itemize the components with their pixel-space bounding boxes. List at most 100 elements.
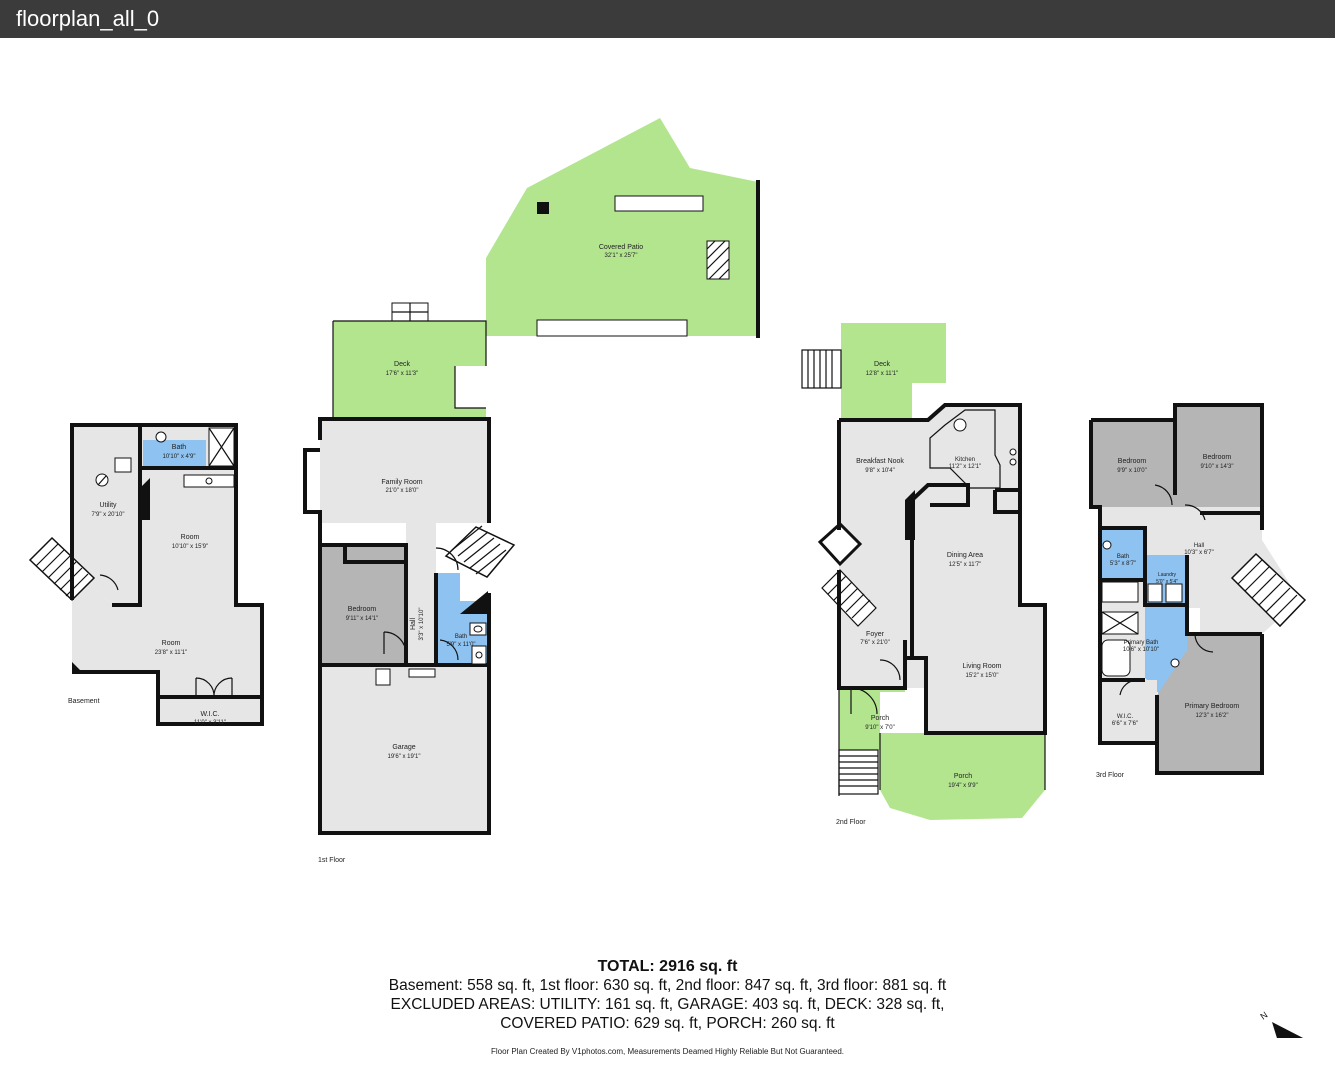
basement-floor-label: Basement: [68, 698, 100, 705]
first-deck-dims: 17'6" x 11'3": [386, 371, 418, 377]
basement-bath-blue: [143, 440, 206, 466]
third-primary-bath-dims: 10'6" x 10'10": [1123, 647, 1159, 653]
third-laundry-name: Laundry: [1158, 572, 1177, 578]
total-area: TOTAL: 2916 sq. ft: [597, 958, 738, 975]
first-covered-patio: [486, 118, 758, 336]
second-foyer-name: Foyer: [866, 631, 885, 638]
basement-room2-dims: 23'8" x 11'1": [155, 650, 187, 656]
basement-wic-dims: 11'0" x 3'11": [194, 720, 226, 726]
second-porch2-name: Porch: [954, 773, 972, 780]
basement-walls: [70, 423, 264, 726]
third-wic-dims: 6'6" x 7'6": [1112, 721, 1138, 727]
basement-room2: [72, 562, 262, 697]
third-wic-room: [1100, 680, 1157, 743]
second-porch1-name: Porch: [871, 715, 889, 722]
basement-utility-name: Utility: [99, 502, 117, 509]
first-stairs: [444, 526, 516, 578]
second-living-room-name: Living Room: [963, 663, 1002, 670]
third-hall-dims: 10'3" x 6'7": [1184, 550, 1214, 556]
basement-room2-name: Room: [162, 640, 181, 647]
third-laundry-dims: 5'0" x 5'4": [1156, 579, 1178, 585]
first-garage-name: Garage: [392, 744, 415, 751]
third-primary-bedroom-name: Primary Bedroom: [1185, 703, 1240, 710]
first-bath-dims: 5'9" x 11'0": [446, 642, 475, 648]
third-primary-bedroom-room: [1157, 634, 1262, 773]
second-porch1-dims: 9'10" x 7'0": [865, 725, 895, 731]
first-family-room: [320, 419, 489, 523]
third-wic-name: W.I.C.: [1117, 714, 1134, 720]
second-main-area: [839, 405, 1045, 733]
second-kitchen-name: Kitchen: [955, 457, 975, 463]
second-porch2-dims: 19'4" x 9'9": [948, 783, 978, 789]
second-foyer-stairs: [821, 569, 877, 627]
second-dining-name: Dining Area: [947, 552, 983, 559]
third-primary-bath-name: Primary Bath: [1124, 640, 1159, 646]
basement-floor: Utility 7'9" x 20'10" Bath 10'10" x 4'9"…: [28, 423, 264, 726]
first-bedroom-dims: 9'11" x 14'1": [346, 616, 378, 622]
second-deck-name: Deck: [874, 361, 890, 368]
second-porch1: [839, 688, 905, 750]
basement-wic-name: W.I.C.: [200, 711, 219, 718]
first-garage-dims: 19'6" x 19'1": [388, 754, 421, 760]
third-primary-bath-room: [1145, 605, 1187, 695]
first-family-room-name: Family Room: [381, 479, 422, 486]
second-kitchen-dims: 11'2" x 12'1": [949, 464, 981, 470]
basement-room1-name: Room: [181, 534, 200, 541]
first-deck-name: Deck: [394, 361, 410, 368]
first-deck: [333, 321, 486, 418]
basement-bath-name: Bath: [172, 444, 187, 451]
first-bedroom-room: [320, 545, 406, 665]
third-floor-label: 3rd Floor: [1096, 772, 1125, 779]
second-porch-stairs: [838, 749, 879, 795]
basement-utility-dims: 7'9" x 20'10": [92, 512, 125, 518]
floor-areas-line: Basement: 558 sq. ft, 1st floor: 630 sq.…: [388, 977, 947, 994]
third-bedroom1-name: Bedroom: [1118, 458, 1147, 465]
second-floor-label: 2nd Floor: [836, 819, 866, 826]
first-bath-name: Bath: [455, 634, 467, 640]
second-deck: [841, 323, 946, 418]
third-floor: Bedroom 9'9" x 10'0" Bedroom 9'10" x 14'…: [1089, 403, 1307, 779]
credit-text: Floor Plan Created By V1photos.com, Meas…: [490, 1047, 845, 1056]
basement-bath-dims: 10'10" x 4'9": [163, 454, 196, 460]
third-bedroom2-name: Bedroom: [1203, 454, 1232, 461]
second-breakfast-nook-dims: 9'8" x 10'4": [865, 468, 895, 474]
third-hall-name: Hall: [1194, 543, 1204, 549]
second-breakfast-nook-name: Breakfast Nook: [856, 458, 904, 465]
third-bath-name: Bath: [1117, 554, 1129, 560]
first-bedroom-name: Bedroom: [348, 606, 377, 613]
third-bedroom1-dims: 9'9" x 10'0": [1117, 468, 1147, 474]
third-primary-bedroom-dims: 12'3" x 16'2": [1196, 713, 1229, 719]
north-label: N: [1258, 1010, 1269, 1022]
north-arrow-icon: N: [1258, 1010, 1304, 1038]
excluded-areas-line-2: COVERED PATIO: 629 sq. ft, PORCH: 260 sq…: [500, 1015, 835, 1032]
third-bath-room: [1100, 528, 1145, 580]
second-dining-dims: 12'5" x 11'7": [949, 562, 981, 568]
first-floor: Covered Patio 32'1" x 25'7" Deck 17'6" x…: [303, 118, 760, 864]
first-garage-room: [320, 665, 489, 832]
title-bar: floorplan_all_0: [0, 0, 1335, 38]
basement-wic-room: [158, 697, 262, 724]
first-floor-label: 1st Floor: [318, 857, 346, 864]
first-hall-name: Hall: [410, 618, 417, 631]
second-porch2: [880, 733, 1045, 820]
first-covered-patio-dims: 32'1" x 25'7": [605, 253, 638, 259]
third-bedroom2-room: [1175, 405, 1262, 513]
second-living-room-dims: 15'2" x 15'0": [966, 673, 999, 679]
area-summary: TOTAL: 2916 sq. ft Basement: 558 sq. ft,…: [0, 957, 1335, 1033]
second-floor-walls: [837, 403, 1047, 735]
third-bath-dims: 5'3" x 8'7": [1110, 561, 1136, 567]
first-family-room-dims: 21'0" x 18'0": [386, 488, 419, 494]
basement-room1-dims: 10'10" x 15'9": [172, 544, 208, 550]
second-deck-dims: 12'8" x 11'1": [866, 371, 898, 377]
window-title: floorplan_all_0: [16, 6, 160, 31]
third-bedroom2-dims: 9'10" x 14'3": [1201, 464, 1234, 470]
first-hall-room: [406, 523, 436, 665]
first-floor-walls: [303, 417, 491, 835]
third-bedroom1-room: [1091, 420, 1175, 507]
basement-room1: [140, 468, 236, 605]
second-floor: Deck 12'8" x 11'1" Breakfast Nook 9'8" x…: [801, 323, 1047, 826]
second-foyer-dims: 7'6" x 21'0": [860, 640, 890, 646]
first-hall-dims: 3'3" x 10'10": [419, 608, 425, 641]
first-covered-patio-name: Covered Patio: [599, 244, 643, 251]
excluded-areas-line: EXCLUDED AREAS: UTILITY: 161 sq. ft, GAR…: [390, 996, 945, 1013]
